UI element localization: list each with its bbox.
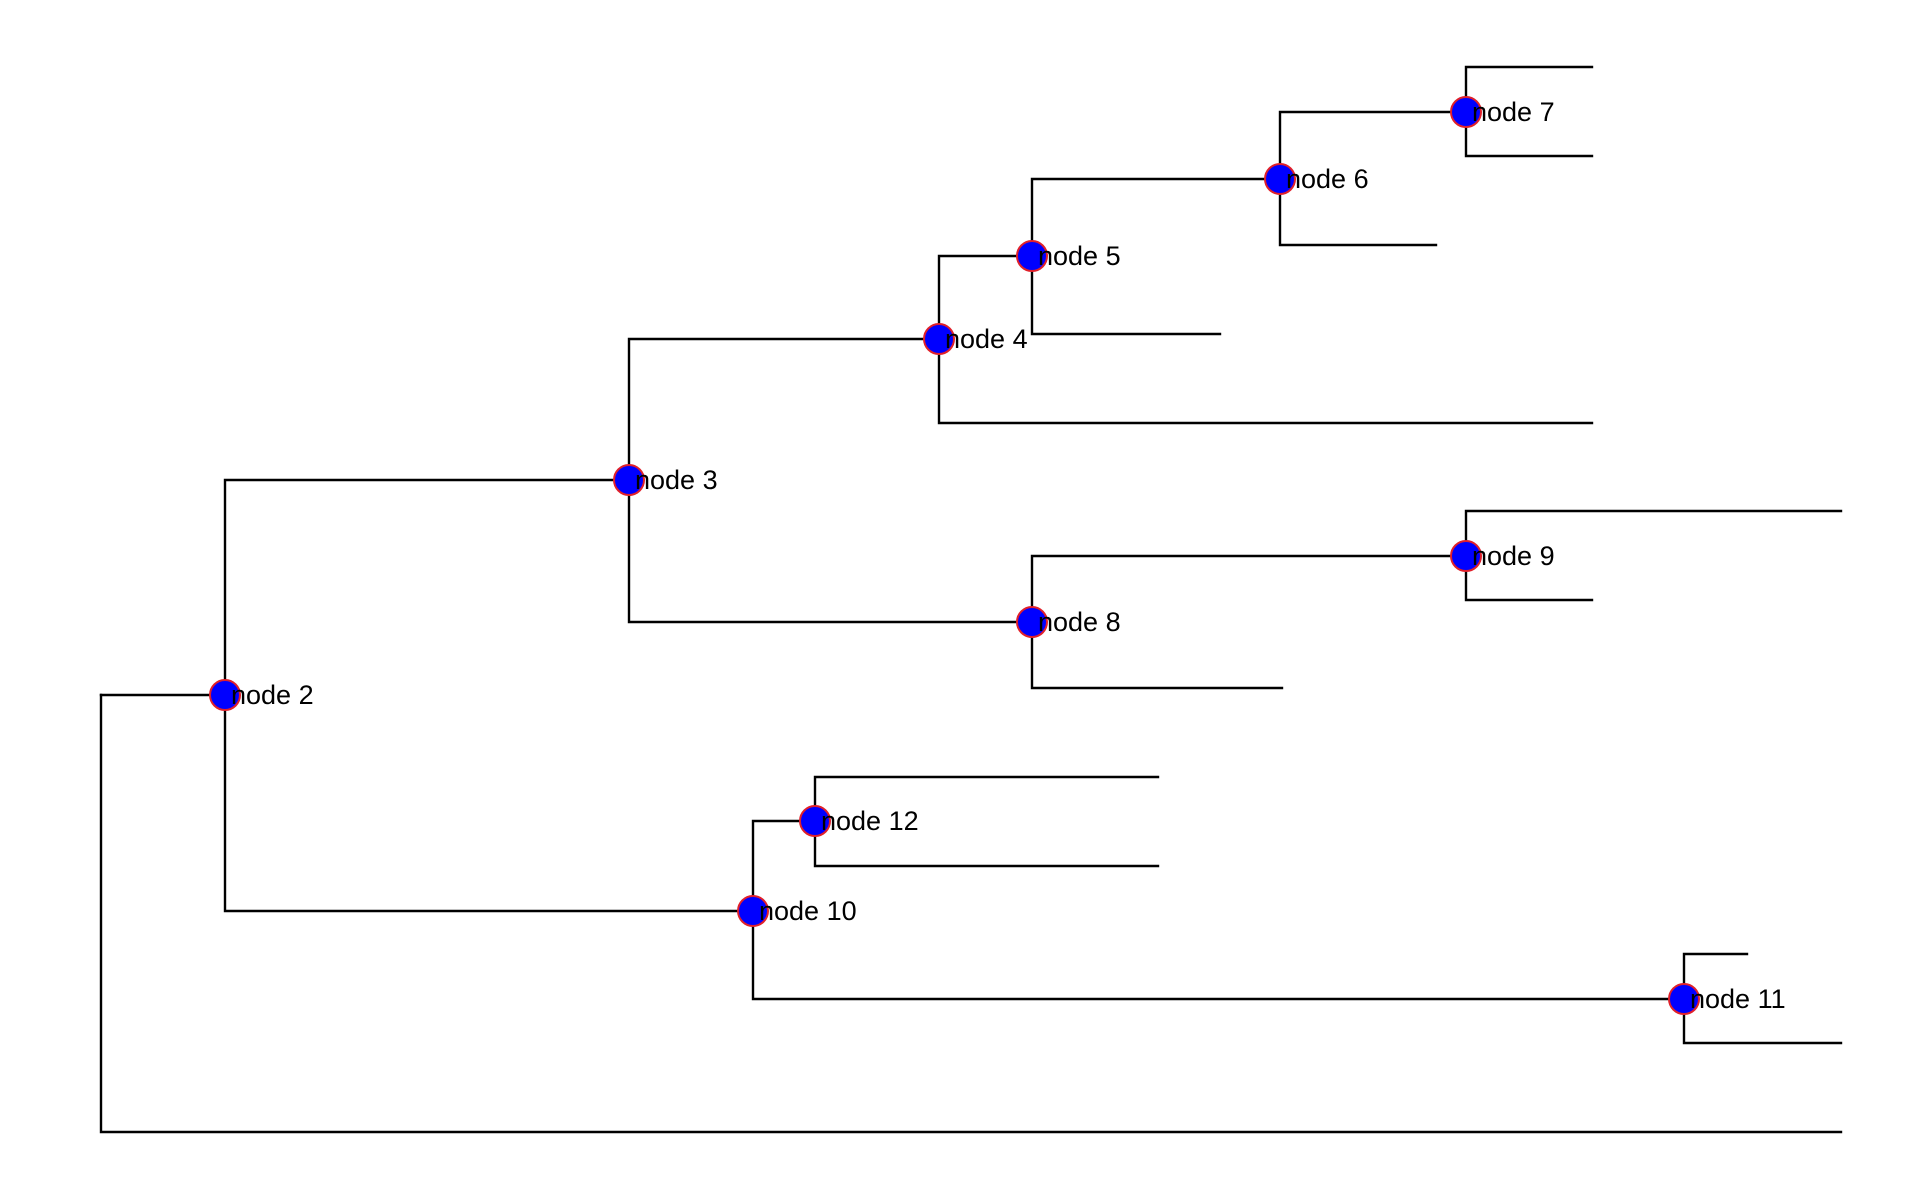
node-marker-n2[interactable]: [209, 679, 241, 711]
node-marker-n12[interactable]: [799, 805, 831, 837]
branch-n6-leaf-n6: [1278, 177, 1438, 247]
branch-n3-n8: [627, 478, 1034, 624]
node-label-n4: node 4: [945, 324, 1028, 354]
node-marker-n9[interactable]: [1450, 540, 1482, 572]
node-label-n2: node 2: [231, 680, 314, 710]
node-label-n7: node 7: [1472, 97, 1555, 127]
node-label-n8: node 8: [1038, 607, 1121, 637]
branch-n5-leaf-n5: [1030, 254, 1222, 336]
branch-n6-n7: [1278, 110, 1468, 181]
branch-n2-n10: [223, 693, 755, 913]
node-marker-n6[interactable]: [1264, 163, 1296, 195]
branch-root-leaf-bottom: [99, 693, 1843, 1134]
branch-n10-n12: [751, 819, 817, 913]
branch-n4-leaf-n4: [937, 337, 1594, 425]
node-label-n10: node 10: [759, 896, 857, 926]
branch-n2-n3: [223, 478, 631, 697]
node-label-n5: node 5: [1038, 241, 1121, 271]
node-marker-n10[interactable]: [737, 895, 769, 927]
branch-n8-leaf-n8: [1030, 620, 1284, 690]
branch-n4-n5: [937, 254, 1034, 341]
node-marker-n11[interactable]: [1668, 983, 1700, 1015]
node-label-n6: node 6: [1286, 164, 1369, 194]
branch-n5-n6: [1030, 177, 1282, 258]
node-marker-n5[interactable]: [1016, 240, 1048, 272]
node-marker-n4[interactable]: [923, 323, 955, 355]
node-marker-n3[interactable]: [613, 464, 645, 496]
node-marker-n8[interactable]: [1016, 606, 1048, 638]
node-label-n3: node 3: [635, 465, 718, 495]
node-marker-n7[interactable]: [1450, 96, 1482, 128]
node-label-n9: node 9: [1472, 541, 1555, 571]
node-label-n11: node 11: [1690, 984, 1786, 1014]
branch-n8-n9: [1030, 554, 1468, 624]
branch-n10-n11: [751, 909, 1686, 1001]
branches: [99, 65, 1843, 1134]
node-label-n12: node 12: [821, 806, 919, 836]
nodes: node 2 node 3 node 4 node 5 node 6 node 7 node…: [209, 96, 1786, 1015]
branch-n3-n4: [627, 337, 941, 482]
